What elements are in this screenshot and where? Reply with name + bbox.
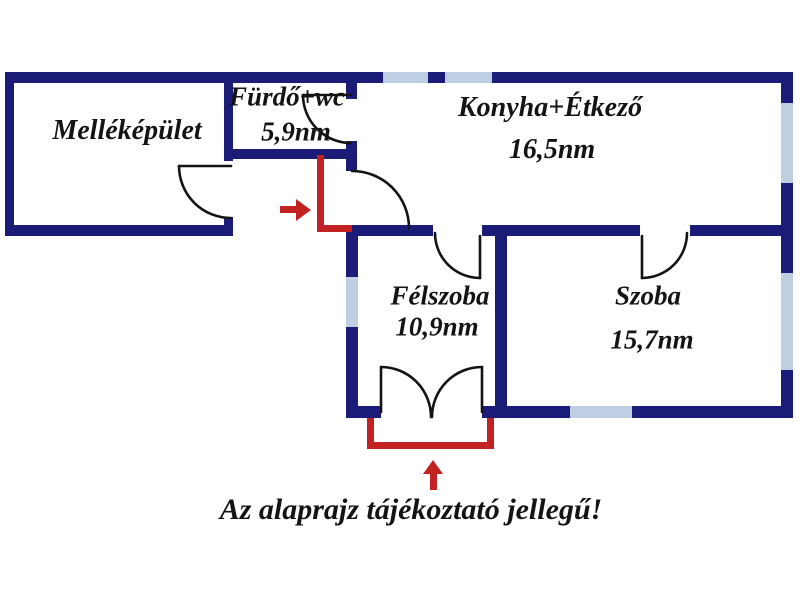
wall-bathroom-bottom xyxy=(224,149,356,159)
wall-bathroom-right-lower xyxy=(346,141,357,171)
room-area-kitchen: 16,5nm xyxy=(508,134,596,165)
entrance-line-vertical xyxy=(317,155,324,232)
window-room-right xyxy=(781,273,793,370)
wall-right-upper xyxy=(781,72,793,103)
door-arc-bathroom xyxy=(301,93,353,145)
door-arc-terrace-right xyxy=(430,365,484,419)
entrance-arrow-right-shaft xyxy=(280,206,296,213)
wall-room-bottom-right xyxy=(632,406,793,418)
window-kitchen-right xyxy=(781,103,793,183)
wall-halfroom-bottom-left xyxy=(346,406,381,418)
room-label-halfroom: Félszoba xyxy=(390,280,490,311)
wall-outbuilding-right-upper xyxy=(224,72,233,161)
terrace-line-right xyxy=(487,418,494,448)
wall-halfroom-left-lower xyxy=(346,327,358,418)
wall-outbuilding-bottom xyxy=(5,225,233,236)
door-arc-halfroom xyxy=(433,231,482,280)
wall-room-divider xyxy=(495,225,507,418)
room-label-kitchen: Konyha+Étkező xyxy=(458,92,642,123)
wall-middle-1 xyxy=(351,225,433,236)
window-kitchen-top-2 xyxy=(445,72,492,83)
room-label-bathroom: Fürdő+wc xyxy=(229,81,345,112)
wall-room-bottom-left xyxy=(495,406,570,418)
room-label-outbuilding: Melléképület xyxy=(52,115,202,146)
disclaimer-text: Az alaprajz tájékoztató jellegű! xyxy=(219,493,603,526)
room-area-room: 15,7nm xyxy=(610,324,694,355)
window-room-bottom xyxy=(570,406,632,418)
terrace-line-bottom xyxy=(367,442,494,449)
door-arc-terrace-left xyxy=(379,365,433,419)
window-halfroom-left xyxy=(346,277,358,327)
wall-left-outer xyxy=(5,72,14,236)
entrance-arrow-right-icon xyxy=(296,199,311,221)
wall-outbuilding-right-stub xyxy=(224,217,233,236)
door-arc-room xyxy=(640,231,689,280)
terrace-line-left xyxy=(367,418,374,448)
room-label-room: Szoba xyxy=(614,280,682,311)
window-kitchen-top-1 xyxy=(383,72,428,83)
wall-halfroom-left-upper xyxy=(346,225,358,277)
wall-right-lower xyxy=(781,370,793,418)
wall-top-right xyxy=(492,72,793,83)
wall-bathroom-right-upper xyxy=(346,72,357,99)
entrance-arrow-up-icon xyxy=(423,460,443,474)
wall-middle-2 xyxy=(482,225,640,236)
room-area-bathroom: 5,9nm xyxy=(261,116,331,147)
wall-middle-3 xyxy=(690,225,793,236)
door-arc-outbuilding xyxy=(177,164,233,220)
wall-right-middle xyxy=(781,183,793,273)
room-area-halfroom: 10,9nm xyxy=(395,311,479,342)
entrance-arrow-up-shaft xyxy=(430,473,437,490)
door-arc-entrance xyxy=(350,169,411,230)
wall-top-mullion xyxy=(428,72,445,83)
wall-top-left xyxy=(5,72,383,83)
entrance-line-horizontal xyxy=(317,225,352,232)
